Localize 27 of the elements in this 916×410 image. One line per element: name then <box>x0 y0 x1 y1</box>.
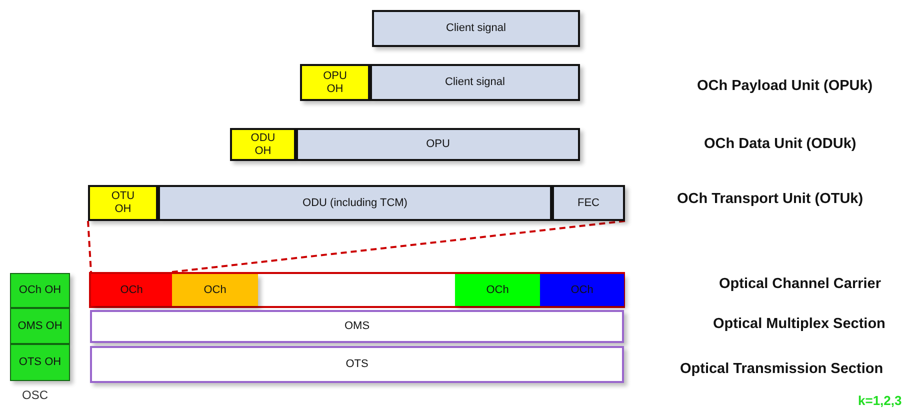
payload-box: ODU (including TCM) <box>158 185 552 221</box>
payload-box: Client signal <box>370 64 580 101</box>
section-box: OMS <box>90 310 624 343</box>
section-box: OTS <box>90 346 624 383</box>
overhead-box: ODU OH <box>230 128 296 161</box>
payload-box: OPU <box>296 128 580 161</box>
dashed-line <box>172 220 626 273</box>
overhead-box: OCh OH <box>10 273 70 308</box>
channel-box: OCh <box>455 274 540 306</box>
overhead-box: OTS OH <box>10 344 70 381</box>
fec-box: FEC <box>552 185 625 221</box>
layer-label: Optical Transmission Section <box>680 361 884 377</box>
layer-label: OCh Transport Unit (OTUk) <box>677 191 864 207</box>
channel-box: OCh <box>172 274 258 306</box>
layer-label: Optical Multiplex Section <box>713 316 886 332</box>
client-signal-box: Client signal <box>372 10 580 47</box>
dashed-line <box>87 220 92 272</box>
channel-box: OCh <box>540 274 624 306</box>
note-text: k=1,2,3 <box>858 393 902 408</box>
layer-label: OSC <box>22 388 48 402</box>
layer-label: Optical Channel Carrier <box>719 276 881 292</box>
overhead-box: OMS OH <box>10 308 70 344</box>
layer-label: OCh Payload Unit (OPUk) <box>697 78 873 94</box>
overhead-box: OPU OH <box>300 64 370 101</box>
overhead-box: OTU OH <box>88 185 158 221</box>
layer-label: OCh Data Unit (ODUk) <box>704 136 856 152</box>
channel-box: OCh <box>91 274 172 306</box>
